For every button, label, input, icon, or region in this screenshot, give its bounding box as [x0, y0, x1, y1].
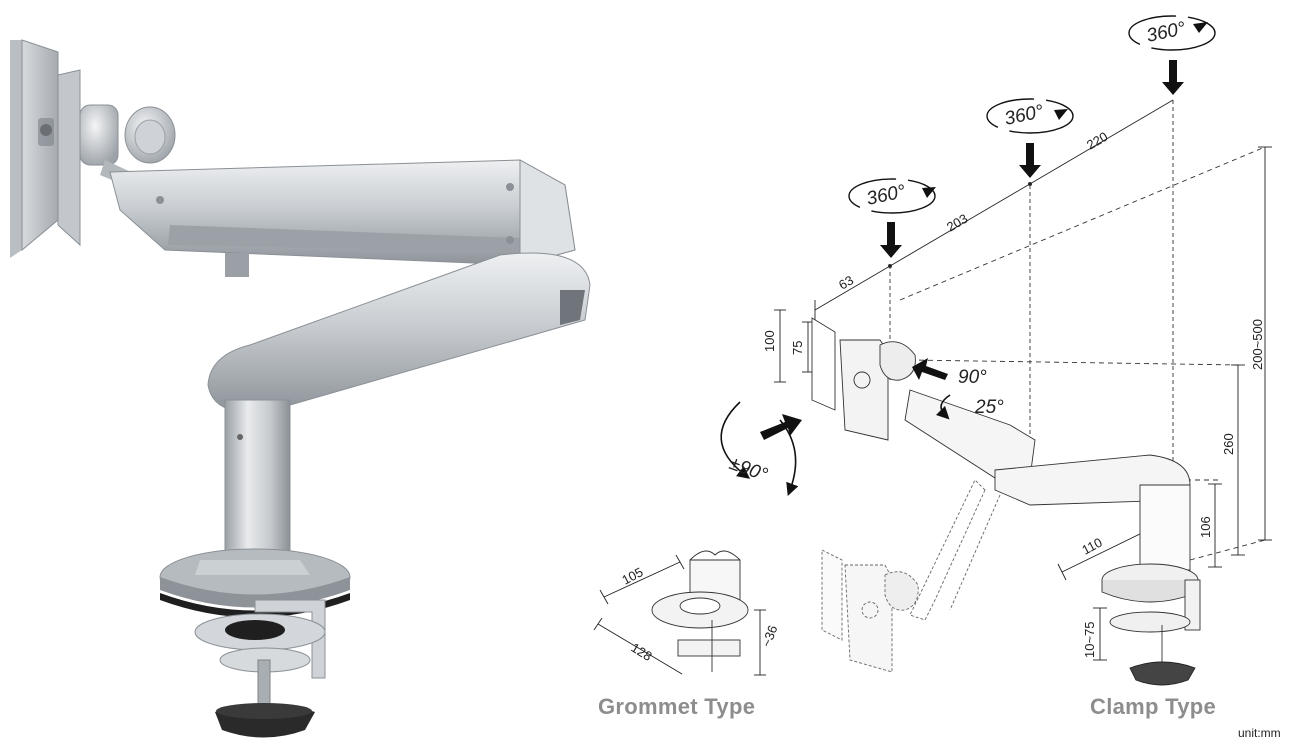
vesa-bracket — [57, 69, 81, 247]
dim-label-110: 110 — [1079, 535, 1104, 558]
unit-label: unit:mm — [1238, 726, 1281, 740]
dim-110 — [1061, 529, 1149, 573]
arm-dimension-line — [814, 99, 1174, 311]
caption-grommet-type: Grommet Type — [598, 694, 756, 719]
angle-label-25: 25° — [974, 397, 1004, 418]
rotate-ring-1 — [848, 178, 936, 214]
vesa-plate-edge — [10, 40, 22, 258]
angle-label-360-3: 360° — [1145, 18, 1188, 47]
caption-clamp-type: Clamp Type — [1090, 694, 1217, 719]
dim-label-203: 203 — [944, 211, 970, 235]
drawing-pole — [1139, 484, 1191, 571]
dim-label-260: 260 — [1221, 433, 1236, 455]
angle-label-swivel: ±90° — [726, 453, 770, 486]
swivel-arc-left — [720, 401, 751, 479]
tilt-head — [79, 104, 119, 166]
dim-label-grommet-105: 105 — [619, 564, 645, 587]
lower-arm — [207, 252, 591, 413]
angle-label-90: 90° — [958, 367, 987, 388]
clamp-body — [254, 599, 326, 679]
dim-label-200-500: 200~500 — [1250, 319, 1265, 370]
dim-label-vesa-100: 100 — [762, 330, 777, 352]
grommet-drawing — [593, 550, 766, 676]
technical-drawing — [593, 15, 1272, 686]
rotate-ring-2 — [986, 98, 1074, 134]
product-render — [10, 39, 591, 738]
dim-label-grommet-36: ~36 — [759, 623, 781, 649]
drawing-plate — [811, 317, 836, 411]
gas-spring-clip — [225, 253, 249, 277]
rotate-ring-3 — [1128, 15, 1216, 51]
dim-label-10-75: 10~75 — [1082, 621, 1097, 658]
pole — [224, 399, 291, 561]
angle-label-360-2: 360° — [1003, 101, 1046, 130]
dim-label-63: 63 — [836, 272, 856, 292]
dim-label-grommet-128: 128 — [628, 640, 654, 664]
dim-label-vesa-75: 75 — [790, 341, 805, 355]
dim-label-220: 220 — [1084, 129, 1110, 153]
motion-arrows — [760, 22, 1208, 440]
angle-label-360-1: 360° — [865, 181, 908, 210]
drawing-upper-arm — [904, 389, 1036, 479]
dim-label-106: 106 — [1198, 516, 1213, 538]
